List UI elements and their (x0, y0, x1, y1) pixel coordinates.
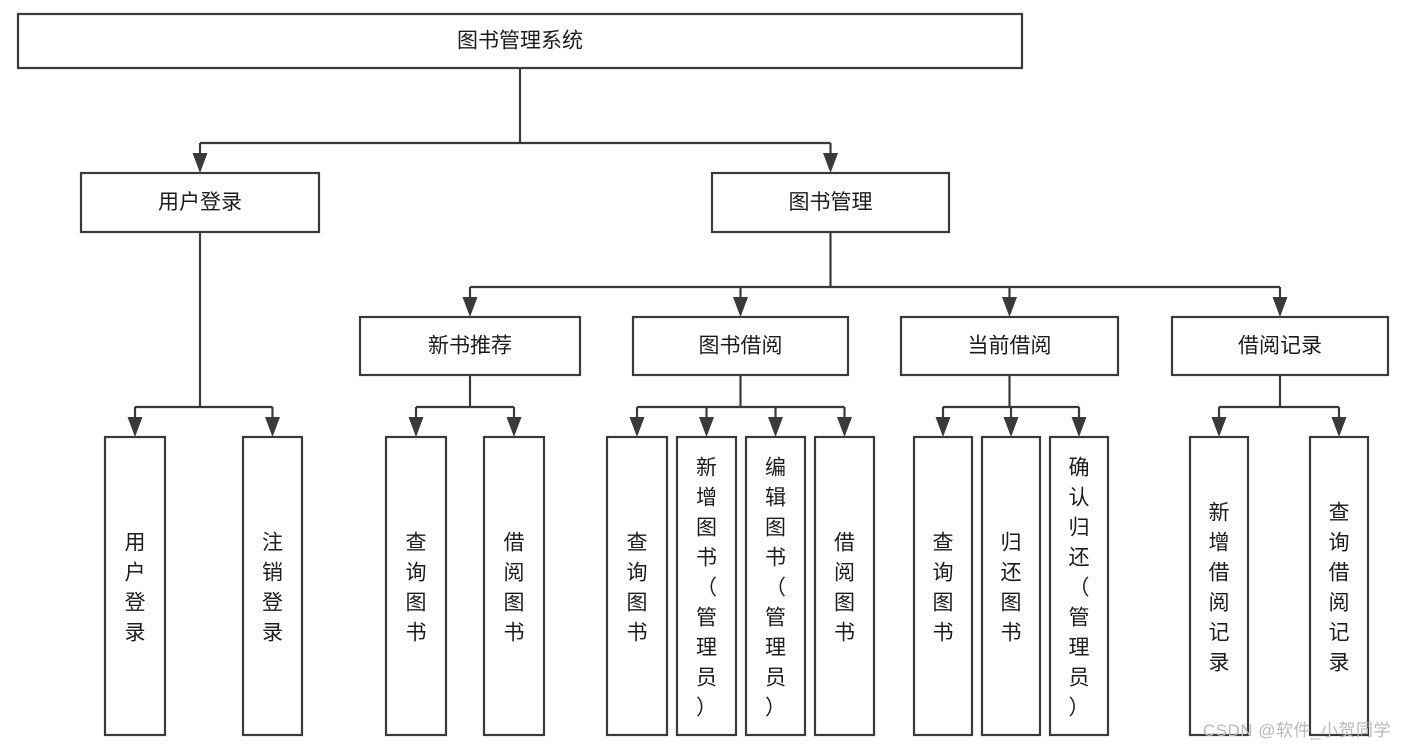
csdn-watermark: CSDN @软件_小贺同学 (1202, 721, 1391, 740)
node-leaf-query-book-bor[interactable]: 查询图书 (605, 435, 669, 737)
node-box-leaf-borrow-book-rec (482, 435, 546, 737)
arrow-head-leaf-borrow-book-bor (837, 417, 852, 437)
node-label-borrow-record: 借阅记录 (1238, 335, 1322, 358)
arrow-head-leaf-edit-book (768, 417, 783, 437)
node-box-new-book-rec (358, 315, 582, 377)
node-leaf-logout[interactable]: 注销登录 (241, 435, 304, 737)
node-box-leaf-user-login (103, 435, 167, 737)
node-label-leaf-logout: 注销登录 (262, 531, 283, 644)
node-label-current-borrow: 当前借阅 (968, 335, 1052, 358)
node-label-user-login: 用户登录 (158, 191, 242, 214)
node-leaf-query-record[interactable]: 查询借阅记录 (1308, 435, 1370, 737)
node-label-leaf-query-book-rec: 查询图书 (406, 531, 427, 644)
connector-group-user-login (127, 232, 280, 437)
node-box-leaf-confirm-return (1048, 435, 1110, 737)
node-box-leaf-edit-book (744, 435, 807, 737)
connector-group-current-borrow (935, 375, 1087, 437)
arrow-head-current-borrow (1002, 297, 1017, 317)
arrow-head-leaf-query-book-bor (629, 417, 645, 437)
node-leaf-borrow-book-bor[interactable]: 借阅图书 (813, 435, 876, 737)
node-current-borrow[interactable]: 当前借阅 (899, 315, 1120, 377)
node-leaf-edit-book[interactable]: 编辑图书（管理员） (744, 435, 807, 737)
node-label-leaf-user-login: 用户登录 (125, 531, 146, 644)
node-label-new-book-rec: 新书推荐 (428, 335, 512, 358)
arrow-head-leaf-user-login (127, 417, 143, 437)
node-box-leaf-borrow-book-bor (813, 435, 876, 737)
node-leaf-borrow-book-rec[interactable]: 借阅图书 (482, 435, 546, 737)
arrow-head-leaf-query-book-cur (935, 417, 951, 437)
connector-layer (127, 68, 1347, 437)
arrow-head-leaf-query-book-rec (408, 417, 424, 437)
node-label-leaf-query-record: 查询借阅记录 (1329, 501, 1350, 674)
node-label-leaf-query-book-cur: 查询图书 (933, 531, 954, 644)
connector-group-borrow-record (1211, 375, 1347, 437)
node-label-leaf-return-book: 归还图书 (1001, 531, 1022, 644)
node-label-leaf-borrow-book-bor: 借阅图书 (834, 531, 855, 644)
node-new-book-rec[interactable]: 新书推荐 (358, 315, 582, 377)
node-leaf-return-book[interactable]: 归还图书 (980, 435, 1042, 737)
arrow-head-leaf-query-record (1331, 417, 1347, 437)
node-box-leaf-query-record (1308, 435, 1370, 737)
connector-group-root (192, 68, 838, 173)
arrow-head-leaf-confirm-return (1071, 417, 1087, 437)
node-leaf-query-book-cur[interactable]: 查询图书 (912, 435, 974, 737)
node-label-leaf-borrow-book-rec: 借阅图书 (504, 531, 525, 644)
node-box-leaf-query-book-rec (384, 435, 448, 737)
node-label-leaf-add-book: 新增图书（管理员） (696, 456, 717, 719)
node-box-book-borrow (631, 315, 850, 377)
connector-group-new-book-rec (408, 375, 522, 437)
node-box-leaf-query-book-cur (912, 435, 974, 737)
arrow-head-book-manage (823, 153, 838, 173)
node-label-leaf-add-record: 新增借阅记录 (1209, 501, 1230, 674)
arrow-head-leaf-add-book (699, 417, 714, 437)
node-book-manage[interactable]: 图书管理 (710, 171, 951, 234)
node-label-root: 图书管理系统 (457, 30, 583, 53)
node-leaf-add-book[interactable]: 新增图书（管理员） (675, 435, 738, 737)
node-box-borrow-record (1170, 315, 1390, 377)
arrow-head-leaf-borrow-book-rec (506, 417, 522, 437)
node-label-leaf-edit-book: 编辑图书（管理员） (765, 456, 786, 719)
node-box-user-login (79, 171, 321, 234)
arrow-head-borrow-record (1272, 297, 1288, 317)
node-layer: 图书管理系统用户登录图书管理新书推荐图书借阅当前借阅借阅记录用户登录注销登录查询… (16, 12, 1390, 737)
node-leaf-query-book-rec[interactable]: 查询图书 (384, 435, 448, 737)
node-box-leaf-logout (241, 435, 304, 737)
node-label-leaf-query-book-bor: 查询图书 (627, 531, 648, 644)
node-box-root (16, 12, 1024, 70)
node-label-book-borrow: 图书借阅 (699, 335, 783, 358)
node-box-current-borrow (899, 315, 1120, 377)
arrow-head-new-book-rec (462, 297, 478, 317)
node-book-borrow[interactable]: 图书借阅 (631, 315, 850, 377)
node-leaf-confirm-return[interactable]: 确认归还（管理员） (1048, 435, 1110, 737)
node-user-login[interactable]: 用户登录 (79, 171, 321, 234)
connector-group-book-manage (462, 232, 1288, 317)
node-leaf-add-record[interactable]: 新增借阅记录 (1188, 435, 1250, 737)
node-label-book-manage: 图书管理 (789, 191, 873, 214)
node-root[interactable]: 图书管理系统 (16, 12, 1024, 70)
arrow-head-user-login (192, 153, 208, 173)
node-label-leaf-confirm-return: 确认归还（管理员） (1069, 456, 1090, 719)
node-box-book-manage (710, 171, 951, 234)
arrow-head-leaf-logout (265, 417, 280, 437)
node-box-leaf-add-record (1188, 435, 1250, 737)
node-box-leaf-add-book (675, 435, 738, 737)
connector-group-book-borrow (629, 375, 852, 437)
arrow-head-leaf-return-book (1003, 417, 1019, 437)
node-borrow-record[interactable]: 借阅记录 (1170, 315, 1390, 377)
arrow-head-book-borrow (733, 297, 748, 317)
node-box-leaf-return-book (980, 435, 1042, 737)
node-box-leaf-query-book-bor (605, 435, 669, 737)
node-leaf-user-login[interactable]: 用户登录 (103, 435, 167, 737)
arrow-head-leaf-add-record (1211, 417, 1227, 437)
